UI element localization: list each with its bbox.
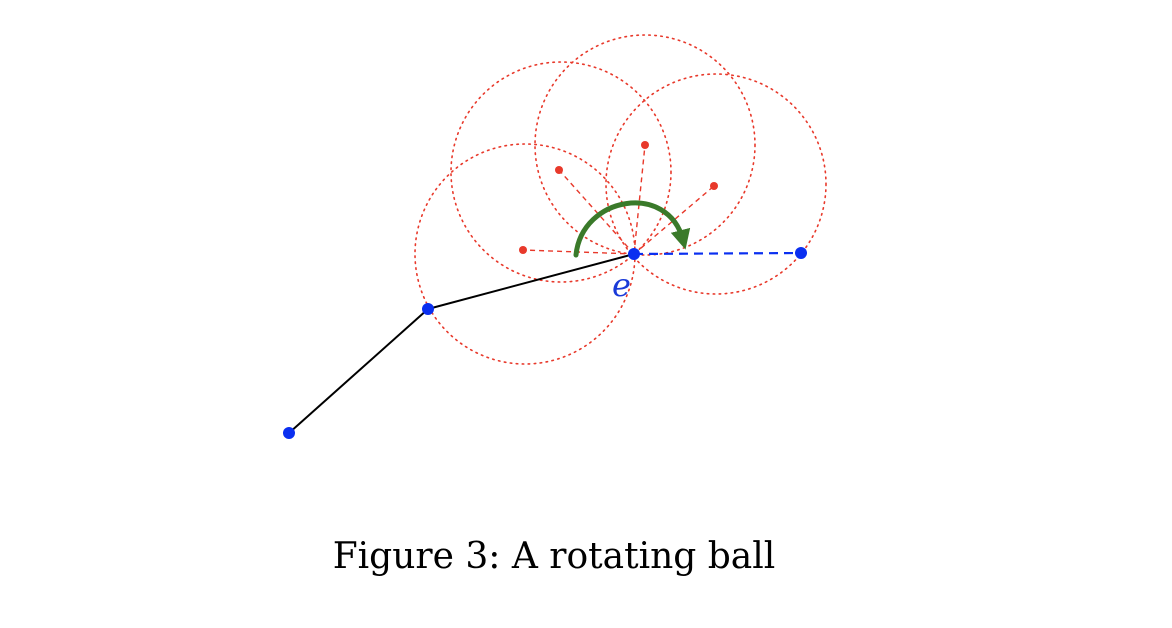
vertices [283, 247, 807, 439]
ball-radii [522, 144, 715, 255]
ball-circle [605, 73, 827, 295]
ball-circle [450, 61, 672, 283]
ball-center-point [519, 246, 527, 254]
path-edges [288, 253, 635, 434]
ball-circle [414, 143, 636, 365]
ball-radius [558, 169, 635, 255]
vertex-e-point [628, 248, 640, 260]
candidate-edge [633, 251, 802, 256]
path-edge [427, 253, 635, 310]
ball-circle [534, 34, 756, 256]
ball-radius [633, 144, 646, 255]
vertex-point [283, 427, 295, 439]
ball-centers [519, 141, 718, 254]
figure-caption: Figure 3: A rotating ball [332, 536, 776, 577]
vertex-point [422, 303, 434, 315]
ball-circles [414, 34, 827, 365]
rotation-arrow [573, 200, 691, 258]
vertex-label-e: e [612, 266, 631, 304]
vertex-point [795, 247, 807, 259]
ball-center-point [641, 141, 649, 149]
path-edge [288, 308, 429, 434]
ball-center-point [710, 182, 718, 190]
ball-center-point [555, 166, 563, 174]
